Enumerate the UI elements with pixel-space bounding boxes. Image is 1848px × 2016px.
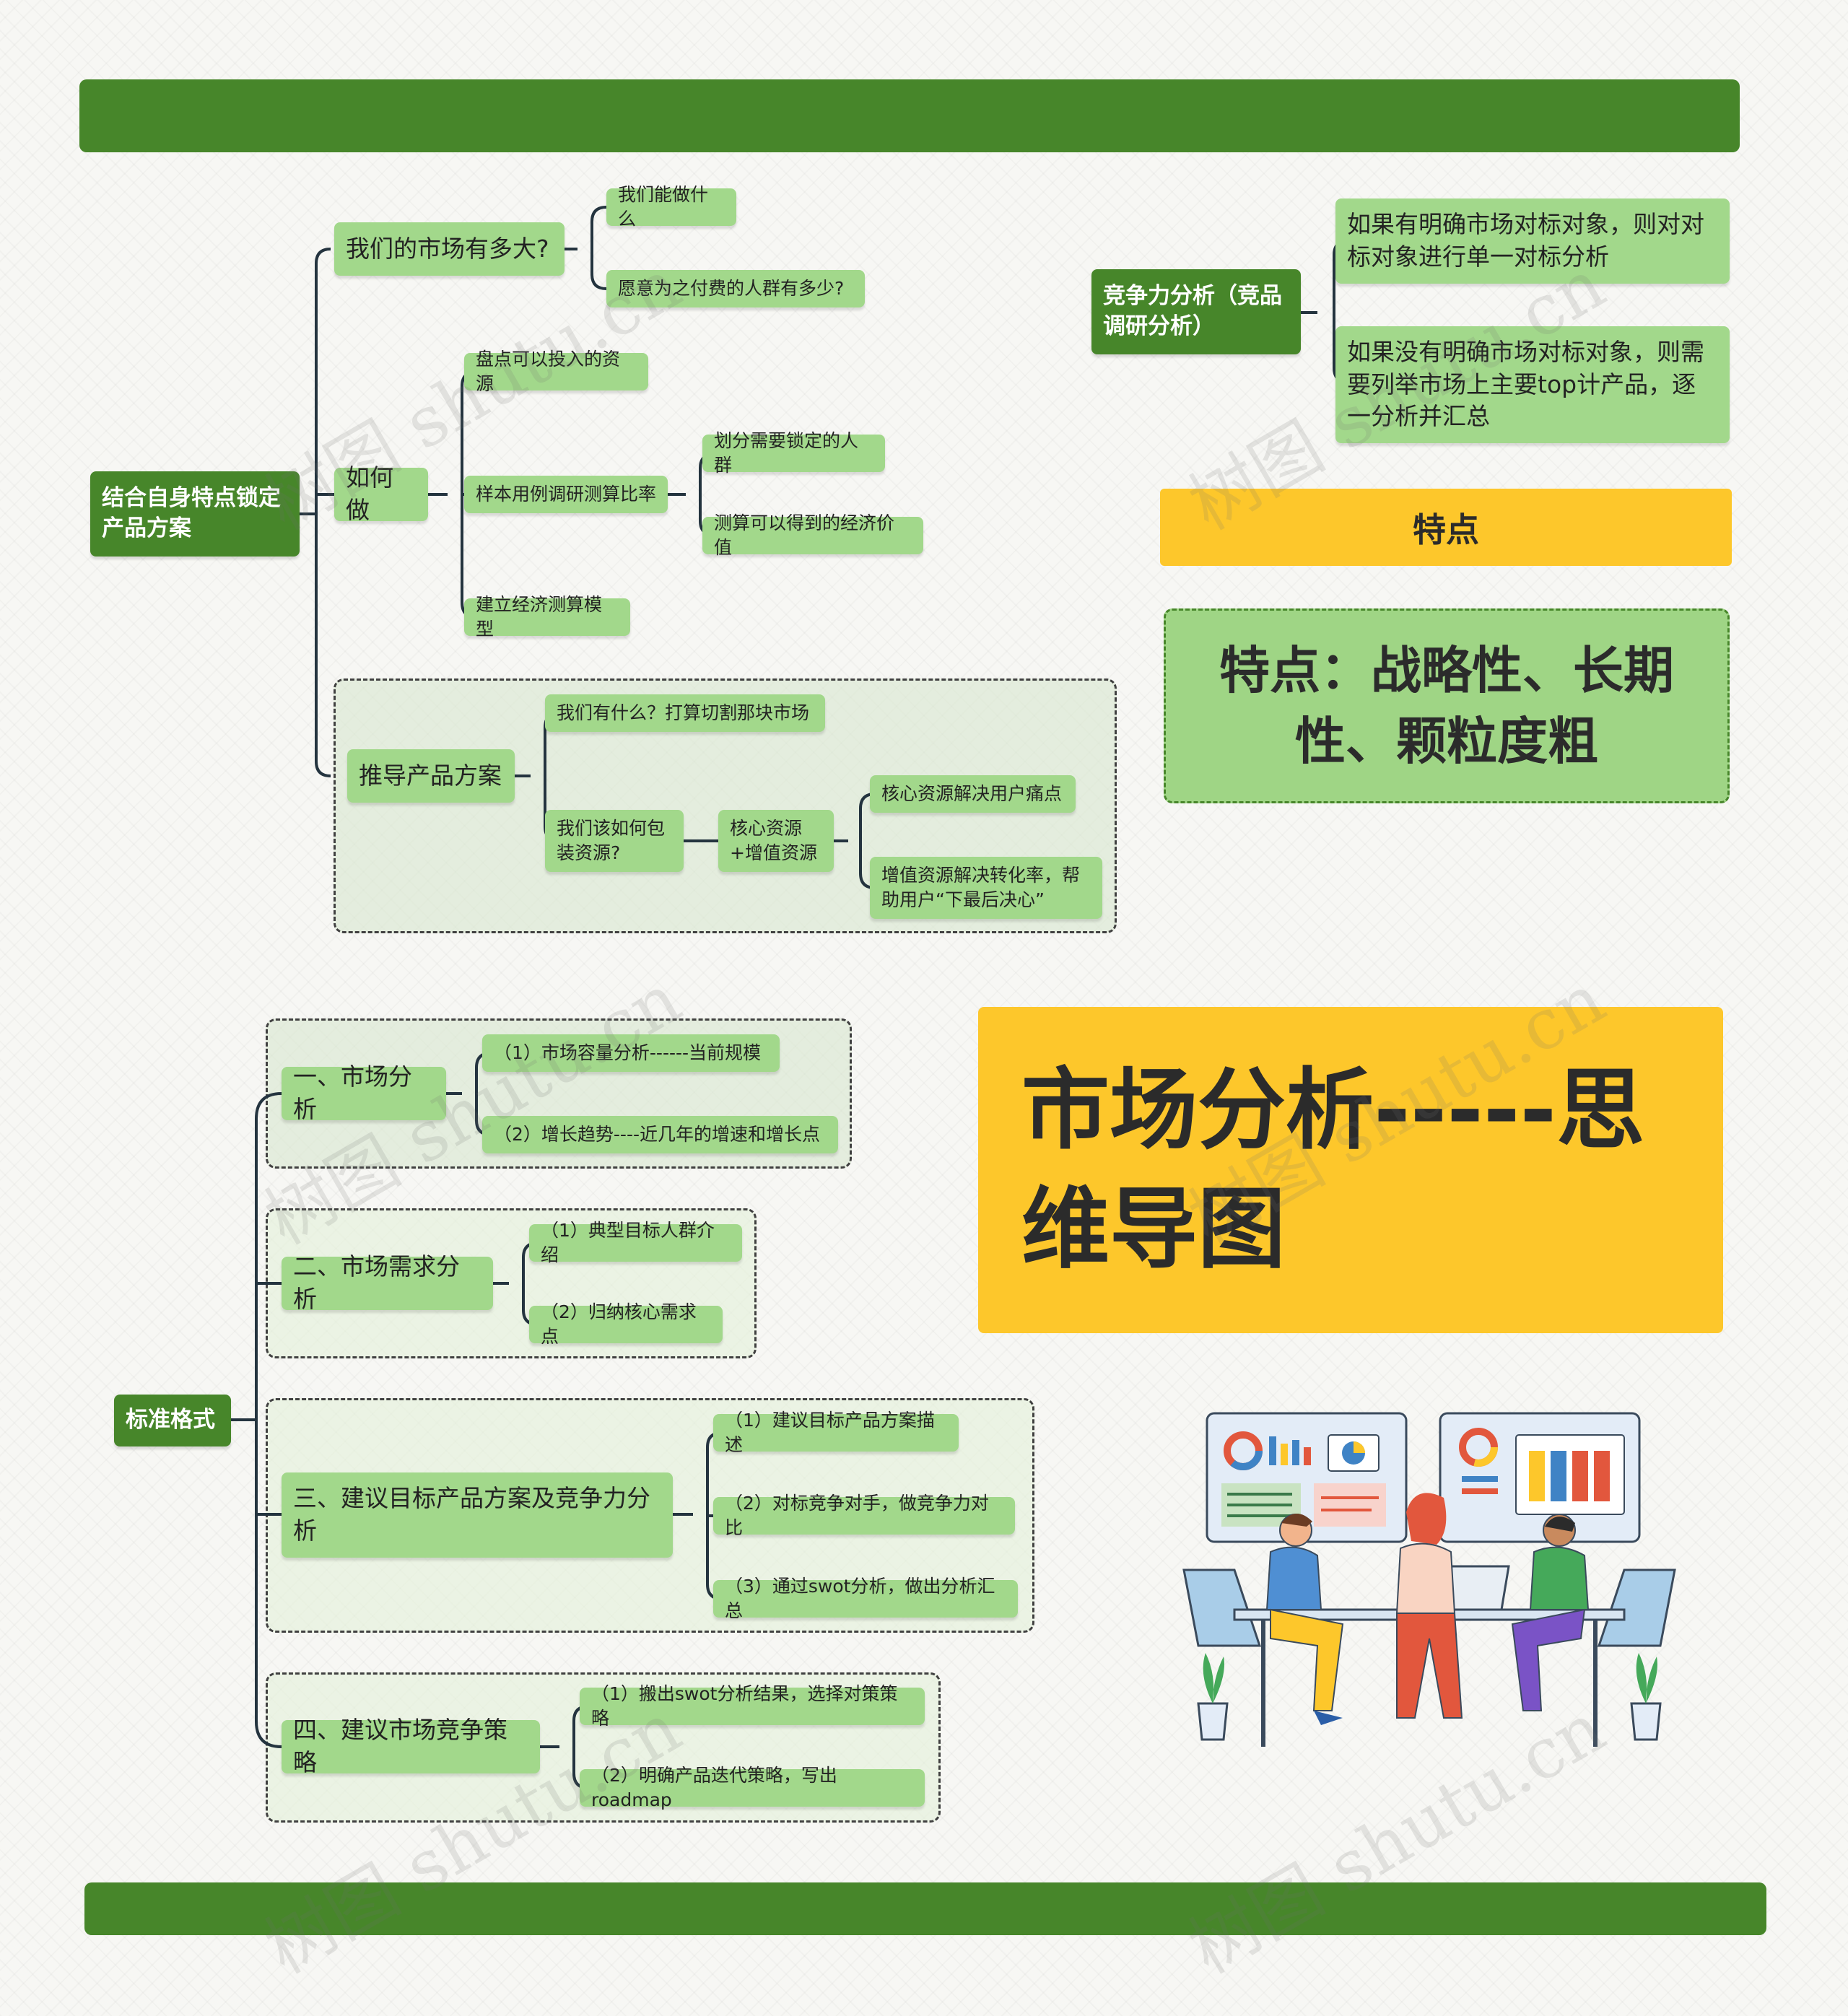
node-competition-without-benchmark[interactable]: 如果没有明确市场对标对象，则需要列举市场上主要top计产品，逐一分析并汇总 [1335,326,1730,443]
node-competition-analysis[interactable]: 竞争力分析（竞品调研分析） [1091,269,1301,354]
node-value-added-resources[interactable]: 增值资源解决转化率，帮助用户“下最后决心” [870,857,1102,919]
feature-description: 特点：战略性、长期性、颗粒度粗 [1164,608,1730,803]
node-inventory-resources[interactable]: 盘点可以投入的资源 [464,349,648,394]
node-how[interactable]: 如何做 [334,463,428,524]
node-what-we-have[interactable]: 我们有什么？打算切割那块市场 [545,694,825,732]
page-title: 市场分析-----思维导图 [978,1007,1723,1333]
node-growth-trend[interactable]: （2）增长趋势----近几年的增速和增长点 [482,1116,838,1153]
node-market-size[interactable]: 我们的市场有多大? [334,222,565,276]
node-demand-analysis[interactable]: 二、市场需求分析 [282,1252,493,1313]
team-meeting-illustration [1182,1412,1676,1747]
node-swot-strategy[interactable]: （1）搬出swot分析结果，选择对策策略 [580,1683,925,1729]
node-competition-strategy[interactable]: 四、建议市场竞争策略 [282,1716,540,1776]
node-economic-value[interactable]: 测算可以得到的经济价值 [702,512,923,558]
node-who-pays[interactable]: 愿意为之付费的人群有多少? [606,270,865,307]
root-node-lock-product-plan[interactable]: 结合自身特点锁定产品方案 [90,471,300,557]
node-market-analysis[interactable]: 一、市场分析 [282,1062,446,1123]
node-swot-summary[interactable]: （3）通过swot分析，做出分析汇总 [713,1576,1018,1621]
node-derive-product-plan[interactable]: 推导产品方案 [347,749,515,803]
node-product-proposal[interactable]: 三、建议目标产品方案及竞争力分析 [282,1472,673,1558]
feature-heading: 特点 [1160,489,1732,566]
node-competition-with-benchmark[interactable]: 如果有明确市场对标对象，则对对标对象进行单一对标分析 [1335,198,1730,284]
node-package-resources[interactable]: 我们该如何包装资源? [545,810,684,872]
node-benchmark-competitors[interactable]: （2）对标竞争对手，做竞争力对比 [713,1493,1015,1538]
node-core-needs[interactable]: （2）归纳核心需求点 [529,1301,723,1347]
node-product-description[interactable]: （1）建议目标产品方案描述 [713,1410,959,1455]
node-iteration-roadmap[interactable]: （2）明确产品迭代策略，写出roadmap [580,1765,925,1810]
node-typical-target-group[interactable]: （1）典型目标人群介绍 [529,1220,742,1265]
node-economic-model[interactable]: 建立经济测算模型 [464,594,630,640]
header-bar [79,79,1740,152]
node-what-we-can-do[interactable]: 我们能做什么 [606,184,736,230]
node-core-pain-points[interactable]: 核心资源解决用户痛点 [870,775,1076,813]
node-sample-survey[interactable]: 样本用例调研测算比率 [464,476,668,513]
node-market-capacity[interactable]: （1）市场容量分析------当前规模 [482,1034,780,1072]
node-divide-target-group[interactable]: 划分需要锁定的人群 [702,430,885,476]
footer-bar [84,1882,1766,1935]
root-node-standard-format[interactable]: 标准格式 [114,1395,231,1446]
node-core-plus-value[interactable]: 核心资源+增值资源 [718,810,834,872]
